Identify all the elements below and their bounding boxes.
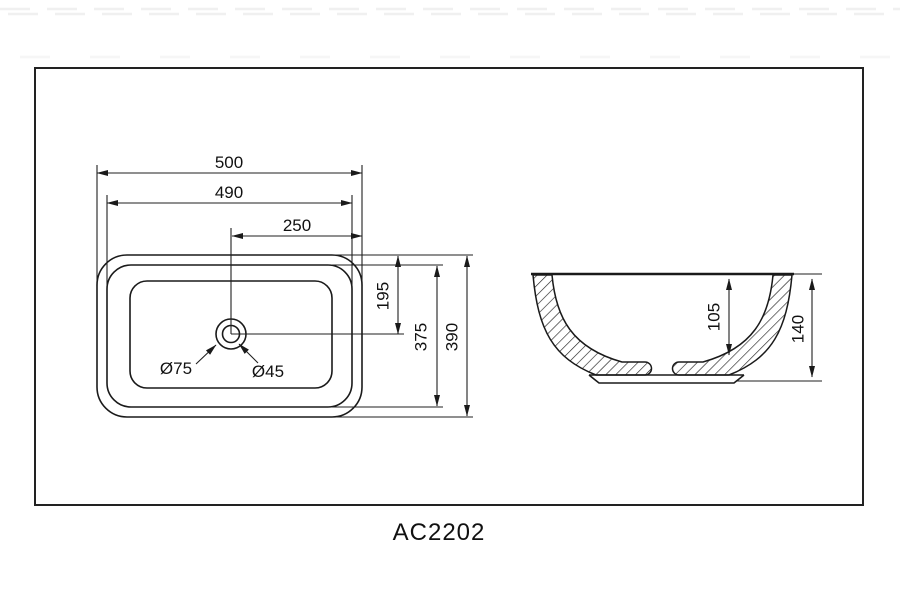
watermark-dashes bbox=[0, 7, 900, 59]
top-view: 500 490 250 195 375 bbox=[96, 153, 473, 418]
dimension-195: 195 bbox=[374, 255, 401, 335]
side-view: 105 140 bbox=[531, 272, 822, 384]
label-drain-outer: Ø75 bbox=[160, 359, 192, 378]
dim-label-390: 390 bbox=[443, 323, 462, 351]
dimension-105: 105 bbox=[705, 278, 732, 356]
basin-outer-rim-outline bbox=[96, 254, 363, 418]
model-label: AC2202 bbox=[393, 519, 486, 546]
dim-label-490: 490 bbox=[215, 183, 243, 202]
foot-outline bbox=[588, 374, 745, 384]
callout-drain-inner: Ø45 bbox=[238, 343, 284, 381]
dim-label-250: 250 bbox=[283, 216, 311, 235]
dimension-500: 500 bbox=[96, 153, 363, 286]
dimension-490: 490 bbox=[106, 183, 353, 290]
dim-label-195: 195 bbox=[374, 282, 393, 310]
basin-rim-inner-outline bbox=[106, 264, 353, 408]
dimension-375: 375 bbox=[412, 265, 440, 407]
dim-label-375: 375 bbox=[412, 323, 431, 351]
callout-drain-outer: Ø75 bbox=[160, 344, 217, 378]
section-right-wall bbox=[671, 274, 793, 376]
section-left-wall bbox=[532, 274, 653, 376]
dim-label-140: 140 bbox=[789, 315, 808, 343]
dimension-250: 250 bbox=[231, 216, 363, 239]
dimension-390: 390 bbox=[443, 255, 470, 417]
label-drain-inner: Ø45 bbox=[252, 362, 284, 381]
dim-label-500: 500 bbox=[215, 153, 243, 172]
dimension-140: 140 bbox=[789, 278, 815, 378]
dim-label-105: 105 bbox=[705, 303, 724, 331]
drawing-frame bbox=[34, 67, 864, 506]
